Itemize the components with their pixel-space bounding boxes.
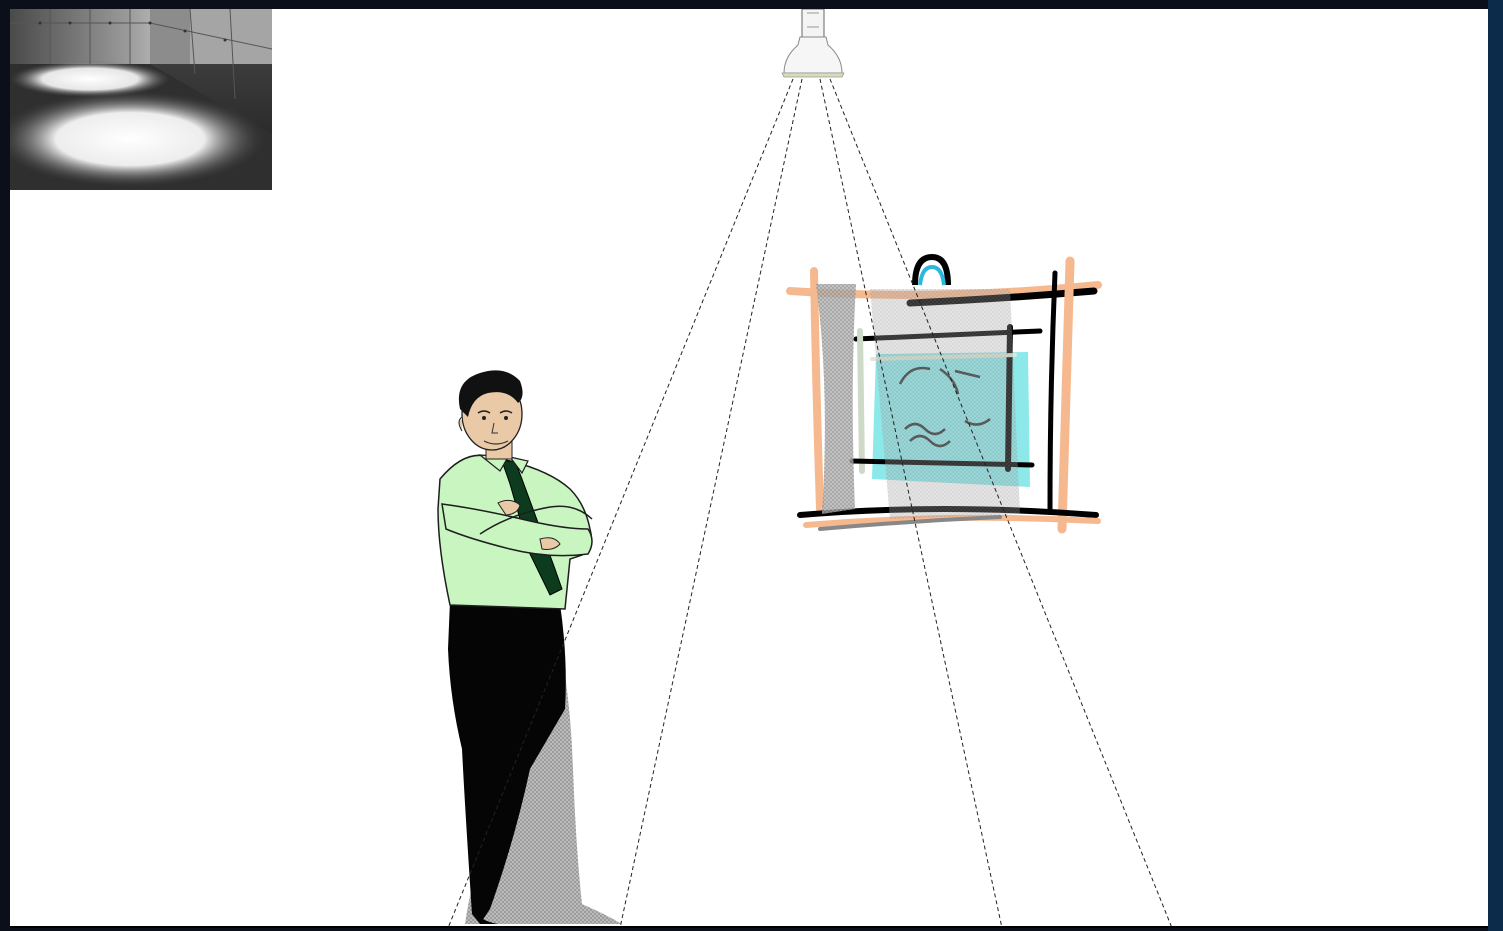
lighting-scene — [10, 9, 1488, 928]
diagram-canvas — [10, 9, 1488, 928]
spotlight-lamp-icon — [782, 9, 844, 77]
window-edge — [1488, 0, 1503, 931]
framed-picture-icon — [790, 257, 1098, 529]
